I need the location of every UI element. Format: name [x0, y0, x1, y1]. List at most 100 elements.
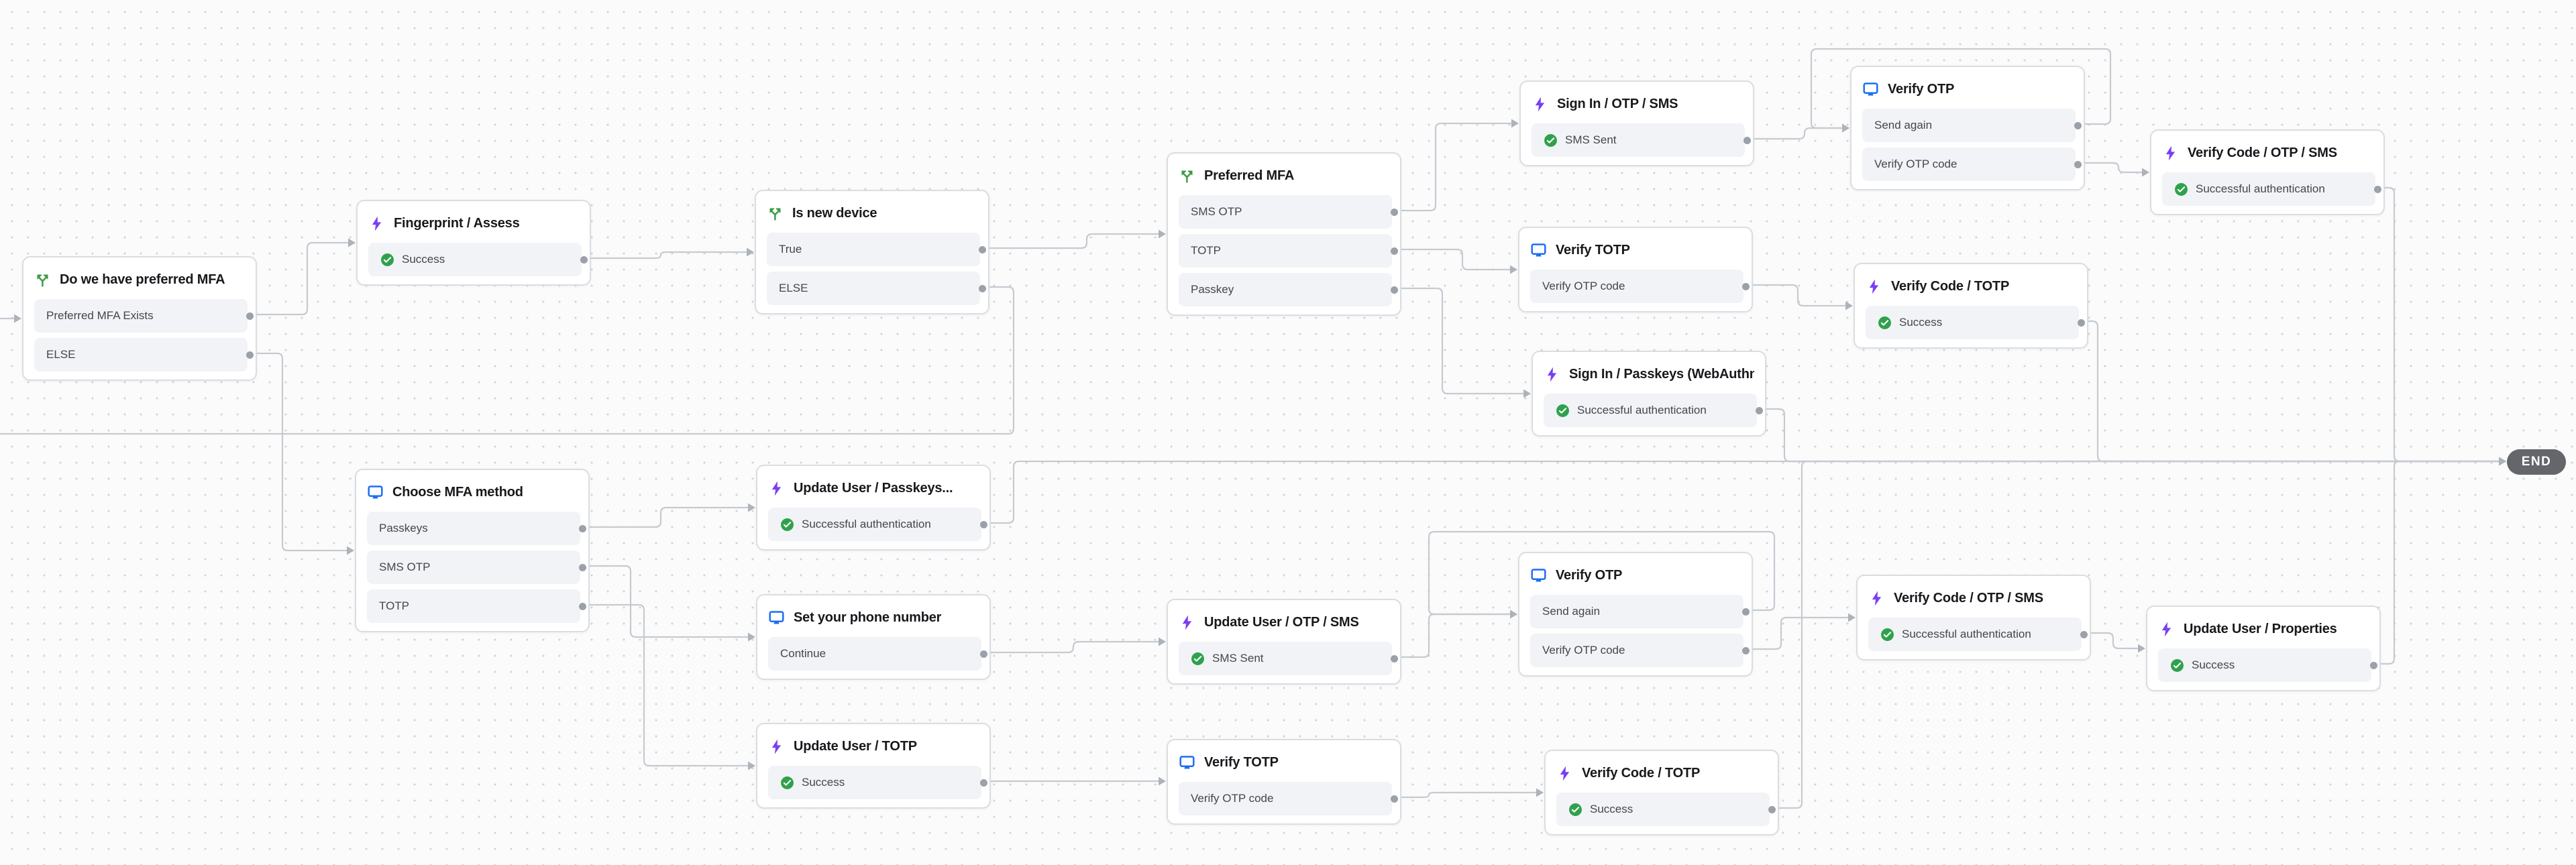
- edge-wire[interactable]: [249, 241, 348, 316]
- node-output-row[interactable]: Successful authentication: [1868, 618, 2082, 651]
- edge-wire[interactable]: [2080, 320, 2499, 463]
- node-output-row[interactable]: SMS Sent: [1179, 642, 1392, 675]
- edge-n4.2-n10[interactable]: [1393, 287, 1531, 398]
- edge-n9.0-end[interactable]: [2080, 320, 2506, 466]
- edge-n4.0-n5[interactable]: [1393, 119, 1519, 212]
- flow-node-n10[interactable]: Sign In / Passkeys (WebAuthn)Successful …: [1532, 351, 1766, 437]
- edge-n12.0-end[interactable]: [983, 457, 2506, 524]
- edge-wire[interactable]: [1745, 616, 1848, 650]
- output-port[interactable]: [246, 312, 254, 320]
- output-port[interactable]: [579, 524, 586, 532]
- output-port[interactable]: [979, 284, 986, 292]
- edge-wire[interactable]: [1393, 791, 1536, 799]
- node-output-row[interactable]: Success: [368, 243, 582, 276]
- edge-n7.0-end[interactable]: [2377, 186, 2506, 466]
- edge-wire[interactable]: [1758, 408, 2499, 463]
- node-output-row[interactable]: Verify OTP code: [1530, 634, 1743, 667]
- edge-n3.0-n4[interactable]: [981, 229, 1166, 249]
- output-port[interactable]: [579, 602, 586, 610]
- node-output-row[interactable]: Successful authentication: [2162, 172, 2375, 206]
- edge-n1.1-n11[interactable]: [249, 352, 354, 555]
- edge-n16.0-n17[interactable]: [2083, 632, 2145, 653]
- edge-wire[interactable]: [1746, 127, 1842, 140]
- output-port[interactable]: [1742, 282, 1750, 290]
- node-output-row[interactable]: Verify OTP code: [1530, 270, 1743, 303]
- edge-n6.1-n7[interactable]: [2077, 162, 2149, 177]
- node-output-row[interactable]: Success: [2158, 648, 2371, 682]
- output-port[interactable]: [246, 351, 254, 359]
- edge-wire[interactable]: [1393, 122, 1511, 212]
- node-output-row[interactable]: Successful authentication: [768, 508, 981, 541]
- end-node[interactable]: END: [2507, 449, 2566, 475]
- output-port[interactable]: [1391, 795, 1398, 803]
- edge-n17.0-end[interactable]: [2373, 457, 2506, 665]
- node-output-row[interactable]: Success: [1866, 306, 2079, 339]
- edge-wire[interactable]: [983, 460, 2499, 524]
- output-port[interactable]: [1391, 286, 1398, 294]
- edge-wire[interactable]: [582, 565, 748, 638]
- node-output-row[interactable]: SMS Sent: [1532, 123, 1745, 157]
- output-port[interactable]: [1756, 406, 1763, 414]
- edge-n1.0-n2[interactable]: [249, 238, 356, 316]
- output-port[interactable]: [979, 245, 986, 253]
- edge-wire[interactable]: [981, 233, 1159, 249]
- node-output-row[interactable]: Passkeys: [367, 512, 580, 545]
- edge-wire[interactable]: [2083, 632, 2138, 650]
- output-port[interactable]: [1391, 654, 1398, 662]
- edge-start-n1[interactable]: [0, 314, 21, 323]
- node-output-row[interactable]: Successful authentication: [1544, 394, 1757, 427]
- node-output-row[interactable]: TOTP: [367, 589, 580, 623]
- node-output-row[interactable]: True: [767, 233, 980, 266]
- edge-wire[interactable]: [1393, 248, 1510, 271]
- edge-n8.0-n9[interactable]: [1745, 284, 1853, 310]
- edge-wire[interactable]: [1771, 460, 2499, 809]
- node-output-row[interactable]: Success: [768, 766, 981, 799]
- edge-wire[interactable]: [583, 251, 747, 260]
- output-port[interactable]: [1391, 247, 1398, 255]
- edge-n3.1-offcanvas[interactable]: [0, 286, 1015, 435]
- edge-n6.0-loop[interactable]: [1810, 48, 2112, 133]
- edge-n11.2-n18[interactable]: [582, 603, 755, 770]
- edge-n14.0-n15[interactable]: [1393, 610, 1517, 658]
- output-port[interactable]: [1743, 136, 1751, 144]
- edge-wire[interactable]: [2373, 460, 2499, 665]
- edge-n20.0-end[interactable]: [1771, 457, 2506, 809]
- output-port[interactable]: [2374, 185, 2381, 193]
- edge-n5.0-n6[interactable]: [1746, 123, 1849, 140]
- node-output-row[interactable]: SMS OTP: [1179, 195, 1392, 229]
- output-port[interactable]: [580, 255, 588, 264]
- edge-wire[interactable]: [1428, 530, 1776, 616]
- output-port[interactable]: [2074, 121, 2082, 129]
- edge-wire[interactable]: [582, 603, 748, 767]
- node-output-row[interactable]: ELSE: [34, 338, 248, 371]
- output-port[interactable]: [1742, 608, 1750, 616]
- edge-n18.0-n19[interactable]: [983, 776, 1166, 786]
- node-output-row[interactable]: Success: [1556, 793, 1770, 826]
- edge-n19.0-n20[interactable]: [1393, 788, 1544, 799]
- edge-wire[interactable]: [1810, 48, 2112, 129]
- node-output-row[interactable]: Verify OTP code: [1179, 782, 1392, 815]
- flow-node-n12[interactable]: Update User / Passkeys...Successful auth…: [756, 465, 991, 551]
- node-output-row[interactable]: Verify OTP code: [1862, 148, 2076, 181]
- output-port[interactable]: [2370, 661, 2377, 669]
- edge-wire[interactable]: [1393, 613, 1510, 658]
- output-port[interactable]: [1742, 646, 1750, 654]
- edge-n13.0-n14[interactable]: [983, 637, 1166, 654]
- node-output-row[interactable]: Continue: [768, 637, 981, 671]
